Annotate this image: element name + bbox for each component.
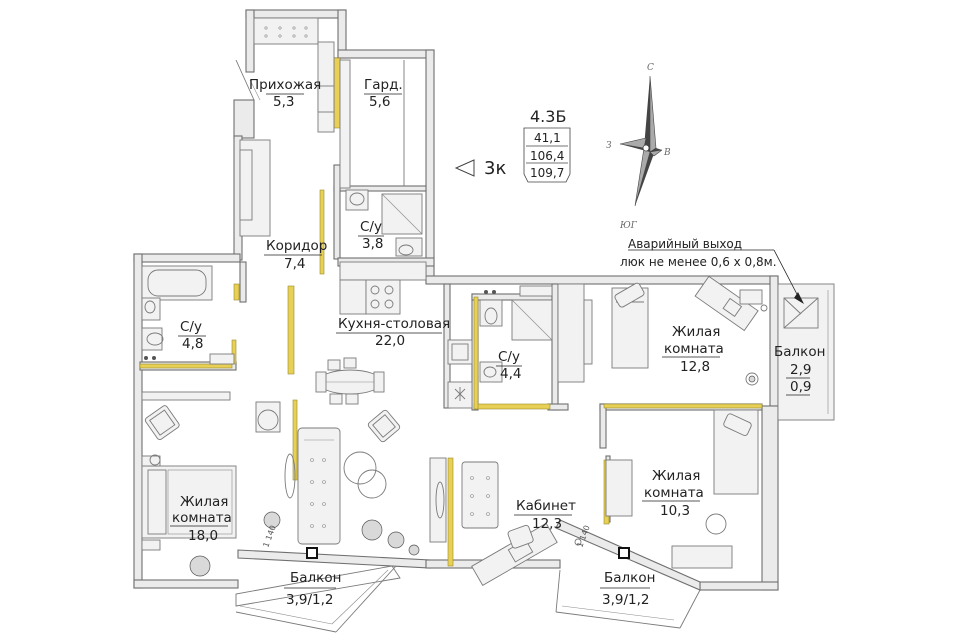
room-area-study: 12,3 [532,516,562,532]
plan-area-total: 106,4 [530,149,564,163]
room-name-living-ne-1: Жилая [672,324,720,340]
room-area-balcony-se: 3,9/1,2 [602,592,650,608]
compass-e-label: В [663,148,671,158]
compass-s-label: ЮГ [619,221,638,231]
compass-w-label: З [606,141,612,151]
room-name-wardrobe: Гард. [364,77,403,93]
room-name-study: Кабинет [516,498,576,514]
room-area-living-ne: 12,8 [680,359,710,375]
room-area-corridor: 7,4 [284,256,305,272]
furniture [141,17,768,587]
room-name-kitchen: Кухня-столовая [338,316,450,332]
dimension-label-sw: 1 140 [261,524,277,549]
room-name-living-w-1: Жилая [180,494,228,510]
balcony-vents [306,547,630,559]
room-name-living-w-2: комната [172,510,232,526]
plan-info [454,127,571,183]
room-labels: Прихожая 5,3 Гард. 5,6 С/у 3,8 Коридор 7… [170,77,825,608]
emergency-exit-leader [628,249,804,304]
room-name-living-e-2: комната [644,485,704,501]
plan-area-total-balcony: 109,7 [530,166,564,180]
room-area-balcony-e-2: 0,9 [790,379,811,395]
compass-n-label: С [647,63,654,73]
room-name-balcony-sw: Балкон [290,570,341,586]
room-area-bath-mid: 4,4 [500,366,521,382]
rooms-count-label: 3к [484,158,506,179]
room-area-living-w: 18,0 [188,528,218,544]
room-name-hall: Прихожая [249,77,321,93]
compass-rose [619,75,663,207]
room-area-wardrobe: 5,6 [369,94,390,110]
room-name-living-e-1: Жилая [652,468,700,484]
room-area-kitchen: 22,0 [375,333,405,349]
room-area-balcony-sw: 3,9/1,2 [286,592,334,608]
room-area-bath-left: 4,8 [182,336,203,352]
room-name-bath-top: С/у [360,219,382,235]
emergency-exit-title: Аварийный выход [628,237,742,251]
plan-code: 4.3Б [530,107,566,126]
room-area-hall: 5,3 [273,94,294,110]
room-area-living-e: 10,3 [660,503,690,519]
room-name-corridor: Коридор [266,238,327,254]
emergency-exit-note: люк не менее 0,6 х 0,8м. [620,255,777,269]
room-name-bath-left: С/у [180,319,202,335]
room-area-bath-top: 3,8 [362,236,383,252]
balconies [235,283,835,633]
room-area-balcony-e-1: 2,9 [790,362,811,378]
room-name-bath-mid: С/у [498,349,520,365]
inner-walls [139,57,763,523]
room-name-balcony-e: Балкон [774,344,825,360]
room-name-balcony-se: Балкон [604,570,655,586]
room-name-living-ne-2: комната [664,341,724,357]
plan-area-living: 41,1 [534,131,561,145]
